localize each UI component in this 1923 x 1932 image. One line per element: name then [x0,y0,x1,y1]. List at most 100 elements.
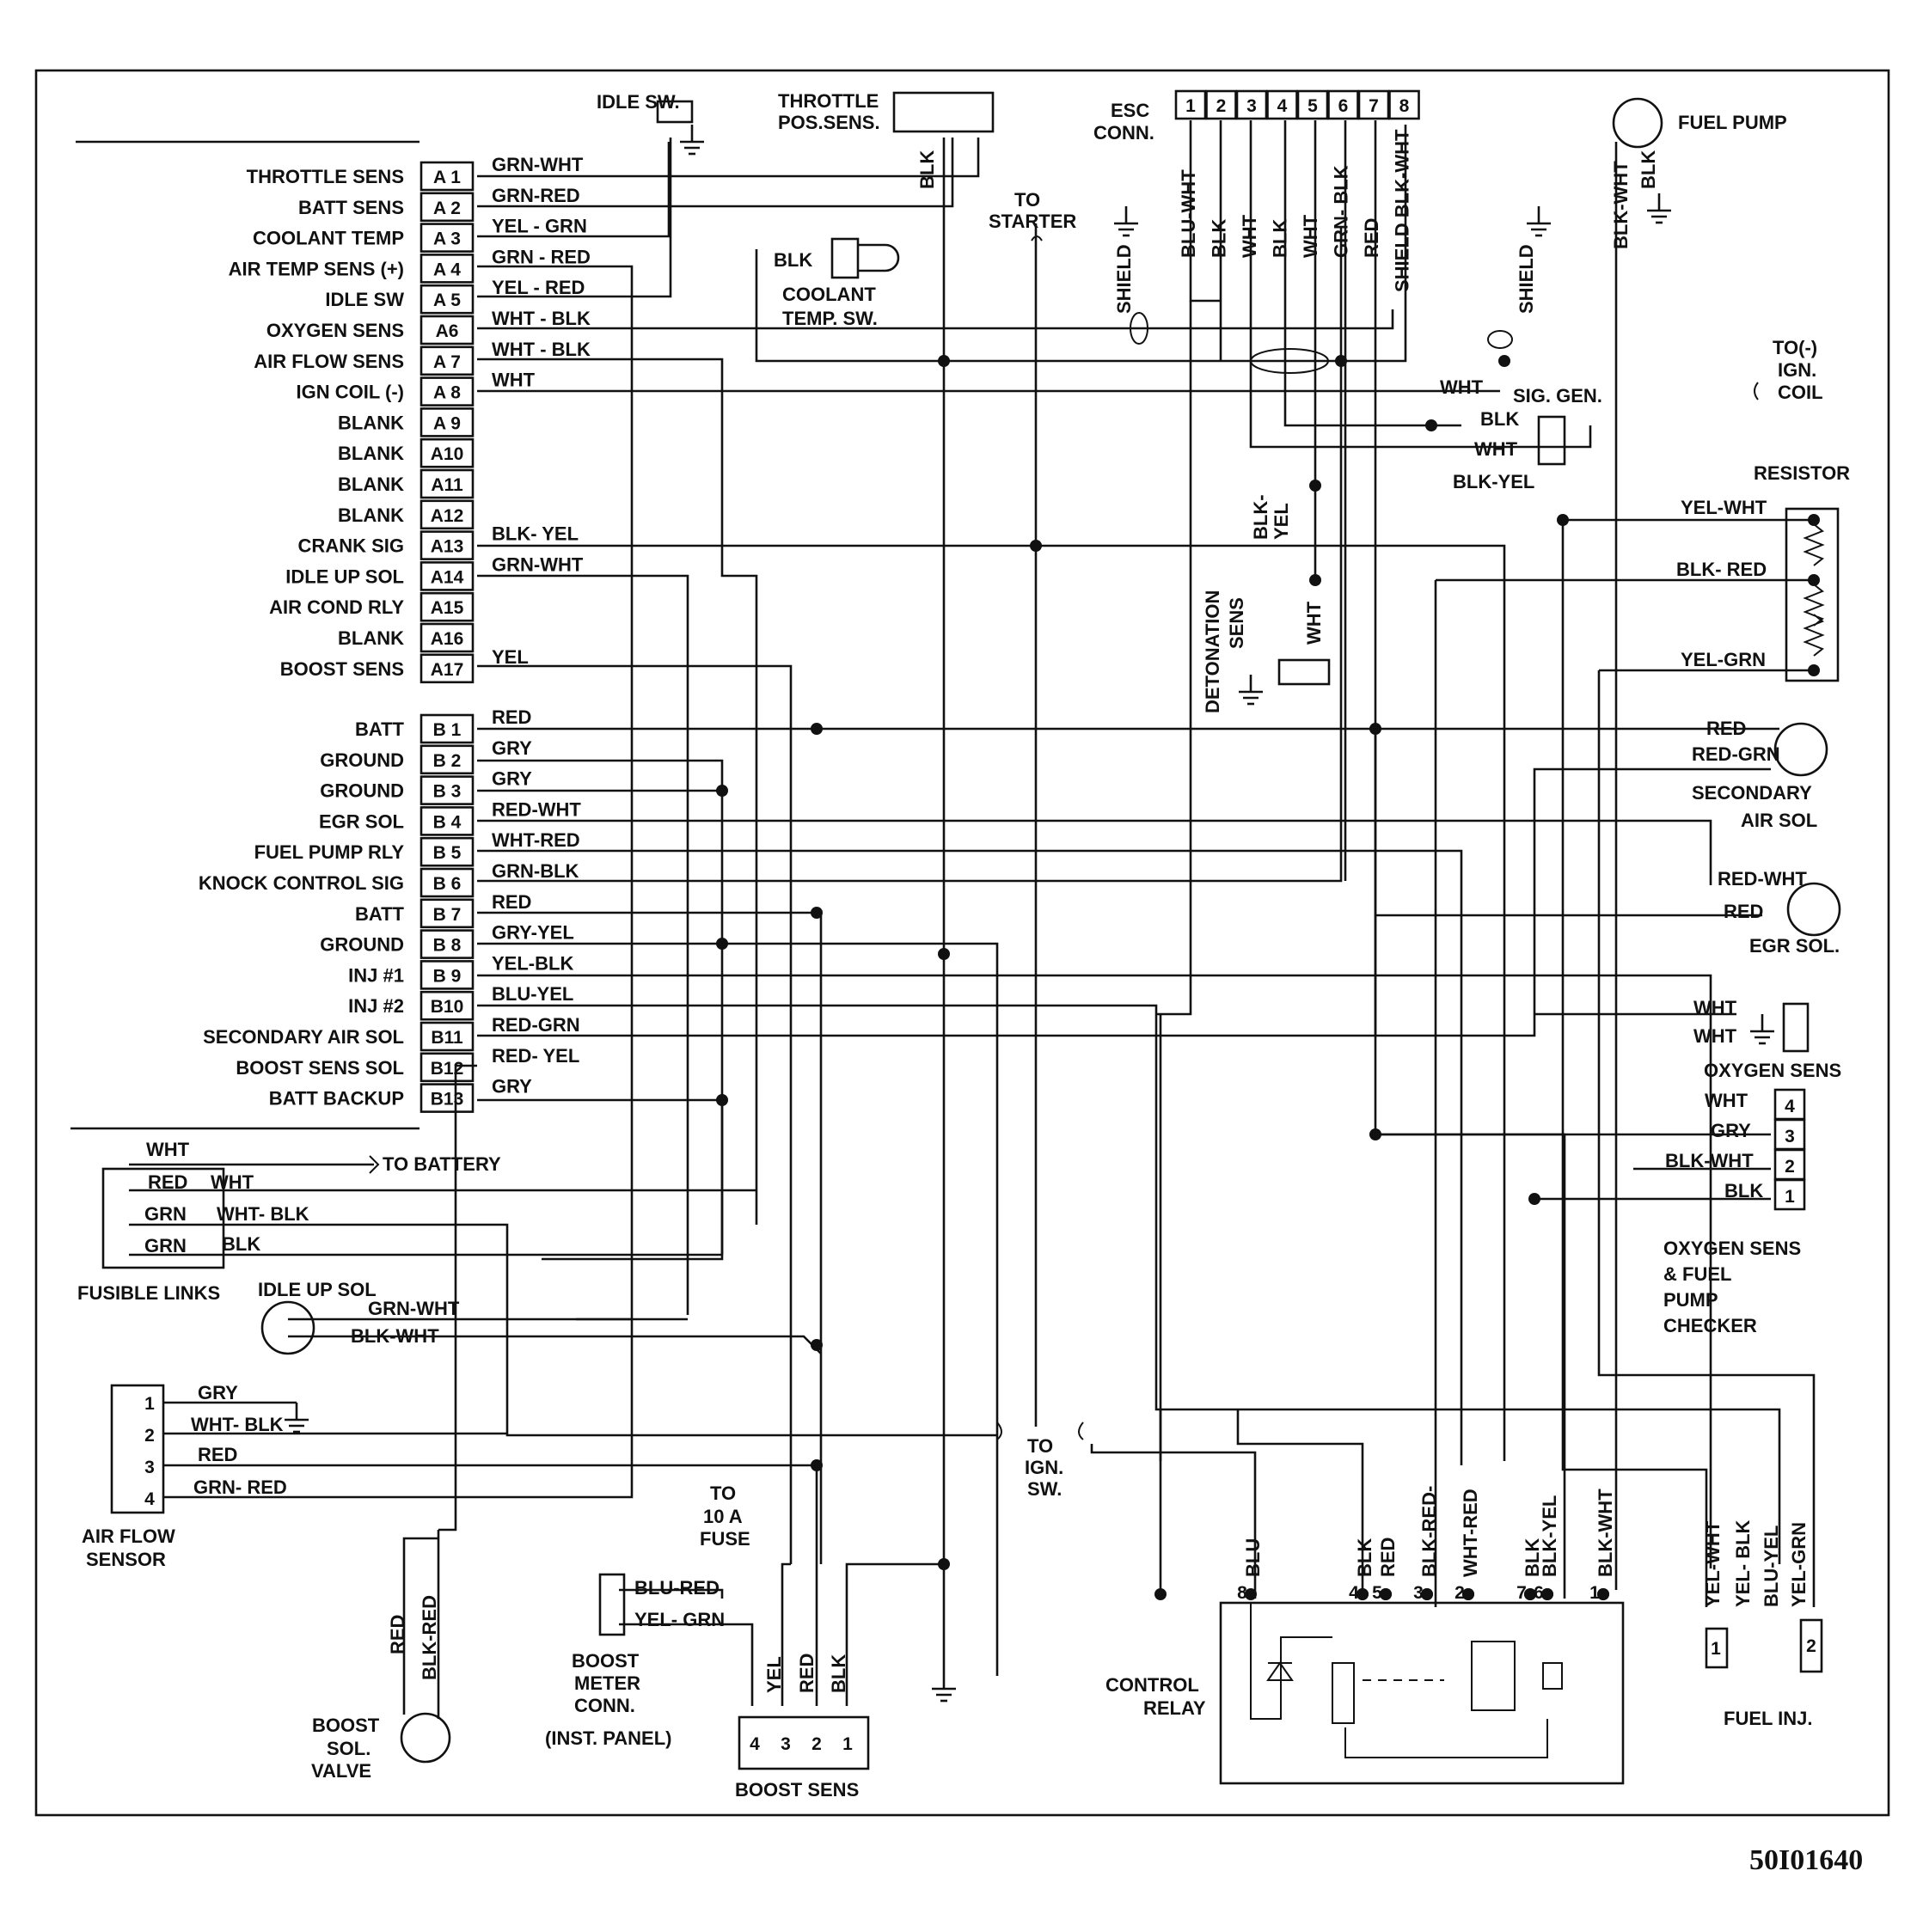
secondary-label-1: SECONDARY [1692,782,1812,804]
esc-pin-box [1327,89,1359,120]
detonation-label-1: DETONATION [1202,590,1223,713]
ecu-pin-function: EGR SOL [319,810,404,832]
relay-coil-1 [1332,1662,1355,1724]
oxygen-sens-connector [1782,1002,1810,1053]
ecu-pin-id: A11 [431,475,463,495]
fuel-inj-wire-label: YEL-WHT [1702,1520,1724,1607]
ecu-pin-box [420,192,475,223]
to-battery-arrow [369,1155,380,1174]
esc-label-1: ESC [1111,100,1149,121]
ecu-pin-function: BLANK [338,627,404,649]
fuel-pump-ground-icon [1647,193,1671,224]
relay-wire-label: BLK-YEL [1539,1495,1560,1577]
ecu-pin-box [420,499,475,530]
ecu-pin-id: A 5 [433,290,461,310]
labels: IDLE SW. THROTTLE POS.SENS. BLK TO START… [77,90,1850,1801]
air-flow-ground-icon [285,1403,309,1434]
ecu-pin-wire-color: GRN-BLK [492,860,579,882]
wire-resistor-3-down [1597,670,1816,1607]
to-ign-sw-label-3: SW. [1027,1478,1062,1500]
wire-boost-meter-1 [619,1588,724,1599]
resistor-wire-3: YEL-GRN [1681,649,1766,670]
ecu-pin-id: A12 [431,506,464,526]
fl-wire-wht: WHT [146,1139,190,1160]
esc-pin-number: 5 [1308,96,1318,116]
junction-dot [1030,540,1042,552]
detonation-sensor-body [1277,658,1331,686]
to-battery-label: TO BATTERY [383,1153,501,1175]
wire-b4 [477,819,1712,885]
junction-dot [1498,355,1510,367]
wire-junctions [716,355,1820,1600]
checker-wire-2: GRY [1711,1120,1751,1141]
ecu-pin-function: GROUND [320,749,404,771]
esc-wire-label: BLU-WHT [1178,169,1199,258]
esc-pin-box [1296,89,1329,120]
esc-pin-number: 3 [1246,96,1257,116]
boost-valve-circle [400,1712,451,1764]
ecu-pin-box [420,345,475,376]
relay-pin-number: 1 [1589,1583,1600,1603]
sig-gen-wire-1: WHT [1440,376,1484,398]
resistor-wire-2: BLK- RED [1676,559,1767,580]
checker-label-3: PUMP [1663,1289,1718,1311]
ecu-pin-function: OXYGEN SENS [266,320,404,341]
coolant-switch-tip [858,243,900,272]
boost-valve-label-1: BOOST [312,1715,380,1736]
ecu-pin-box [420,713,475,744]
wire-boost-meter-2 [619,1623,754,1706]
wire-fl-grn1 [129,1223,997,1437]
secondary-air-sol-circle [1773,722,1828,777]
wire-b5 [477,849,1463,1465]
fuel-pump-wire2-label: BLK [1638,150,1659,189]
wire-b10 [477,1004,1781,1564]
resistor-label: RESISTOR [1754,462,1850,484]
esc-pin-box [1235,89,1268,120]
relay-internal-1 [1250,1603,1332,1720]
shield-label-1: SHIELD [1113,244,1135,314]
ecu-pin-box [420,1021,475,1052]
fl-wire-wht2: WHT [211,1171,254,1193]
ecu-pin-box [420,254,475,284]
ecu-pin-function: BLANK [338,504,404,526]
relay-wire-label: BLK [1522,1538,1543,1577]
boost-sens-wire-1: YEL [763,1656,785,1693]
air-flow-pin-number: 1 [144,1394,155,1414]
relay-pin-number: 4 [1349,1583,1359,1603]
ecu-pin-function: BATT [355,718,405,740]
junction-dot [1154,1588,1167,1600]
ecu-pin-wire-color: RED-WHT [492,798,581,820]
ecu-pin-id: B13 [431,1090,464,1110]
esc-pin-number: 1 [1185,96,1196,116]
idle-up-wire-2: BLK-WHT [351,1325,439,1347]
wire-coolant [755,125,1407,363]
det-wire-1: BLK- [1250,494,1271,540]
checker-pin-number: 2 [1785,1157,1795,1177]
relay-pin-number: 7 [1516,1583,1527,1603]
ecu-pin-function: GROUND [320,780,404,802]
relay-wire-label: BLK [1354,1538,1375,1577]
ecu-pin-function: COOLANT TEMP [253,228,404,249]
ecu-pin-id: B 4 [433,812,462,832]
checker-pin-number: 1 [1785,1187,1795,1207]
sig-gen-wire-3: WHT [1474,438,1518,460]
ecu-pin-wire-color: RED-GRN [492,1014,580,1036]
boost-sens-label: BOOST SENS [735,1779,859,1801]
relay-wire-label: BLK-RED- [1418,1486,1440,1577]
fl-wire-whtblk: WHT- BLK [217,1203,309,1225]
coolant-switch-body [830,237,860,279]
junction-dot [811,1459,823,1471]
af-wire-3: RED [198,1444,237,1465]
junction-dot [811,1339,823,1351]
ecu-pin-id: A6 [436,321,459,341]
wire-b6 [477,228,1343,883]
ecu-pin-id: B 7 [433,905,462,925]
to-starter-label-1: TO [1014,189,1040,211]
checker-pin-box [1773,1178,1806,1211]
esc-wire-label: RED [1361,218,1382,258]
ecu-pin-id: B 1 [433,720,462,740]
